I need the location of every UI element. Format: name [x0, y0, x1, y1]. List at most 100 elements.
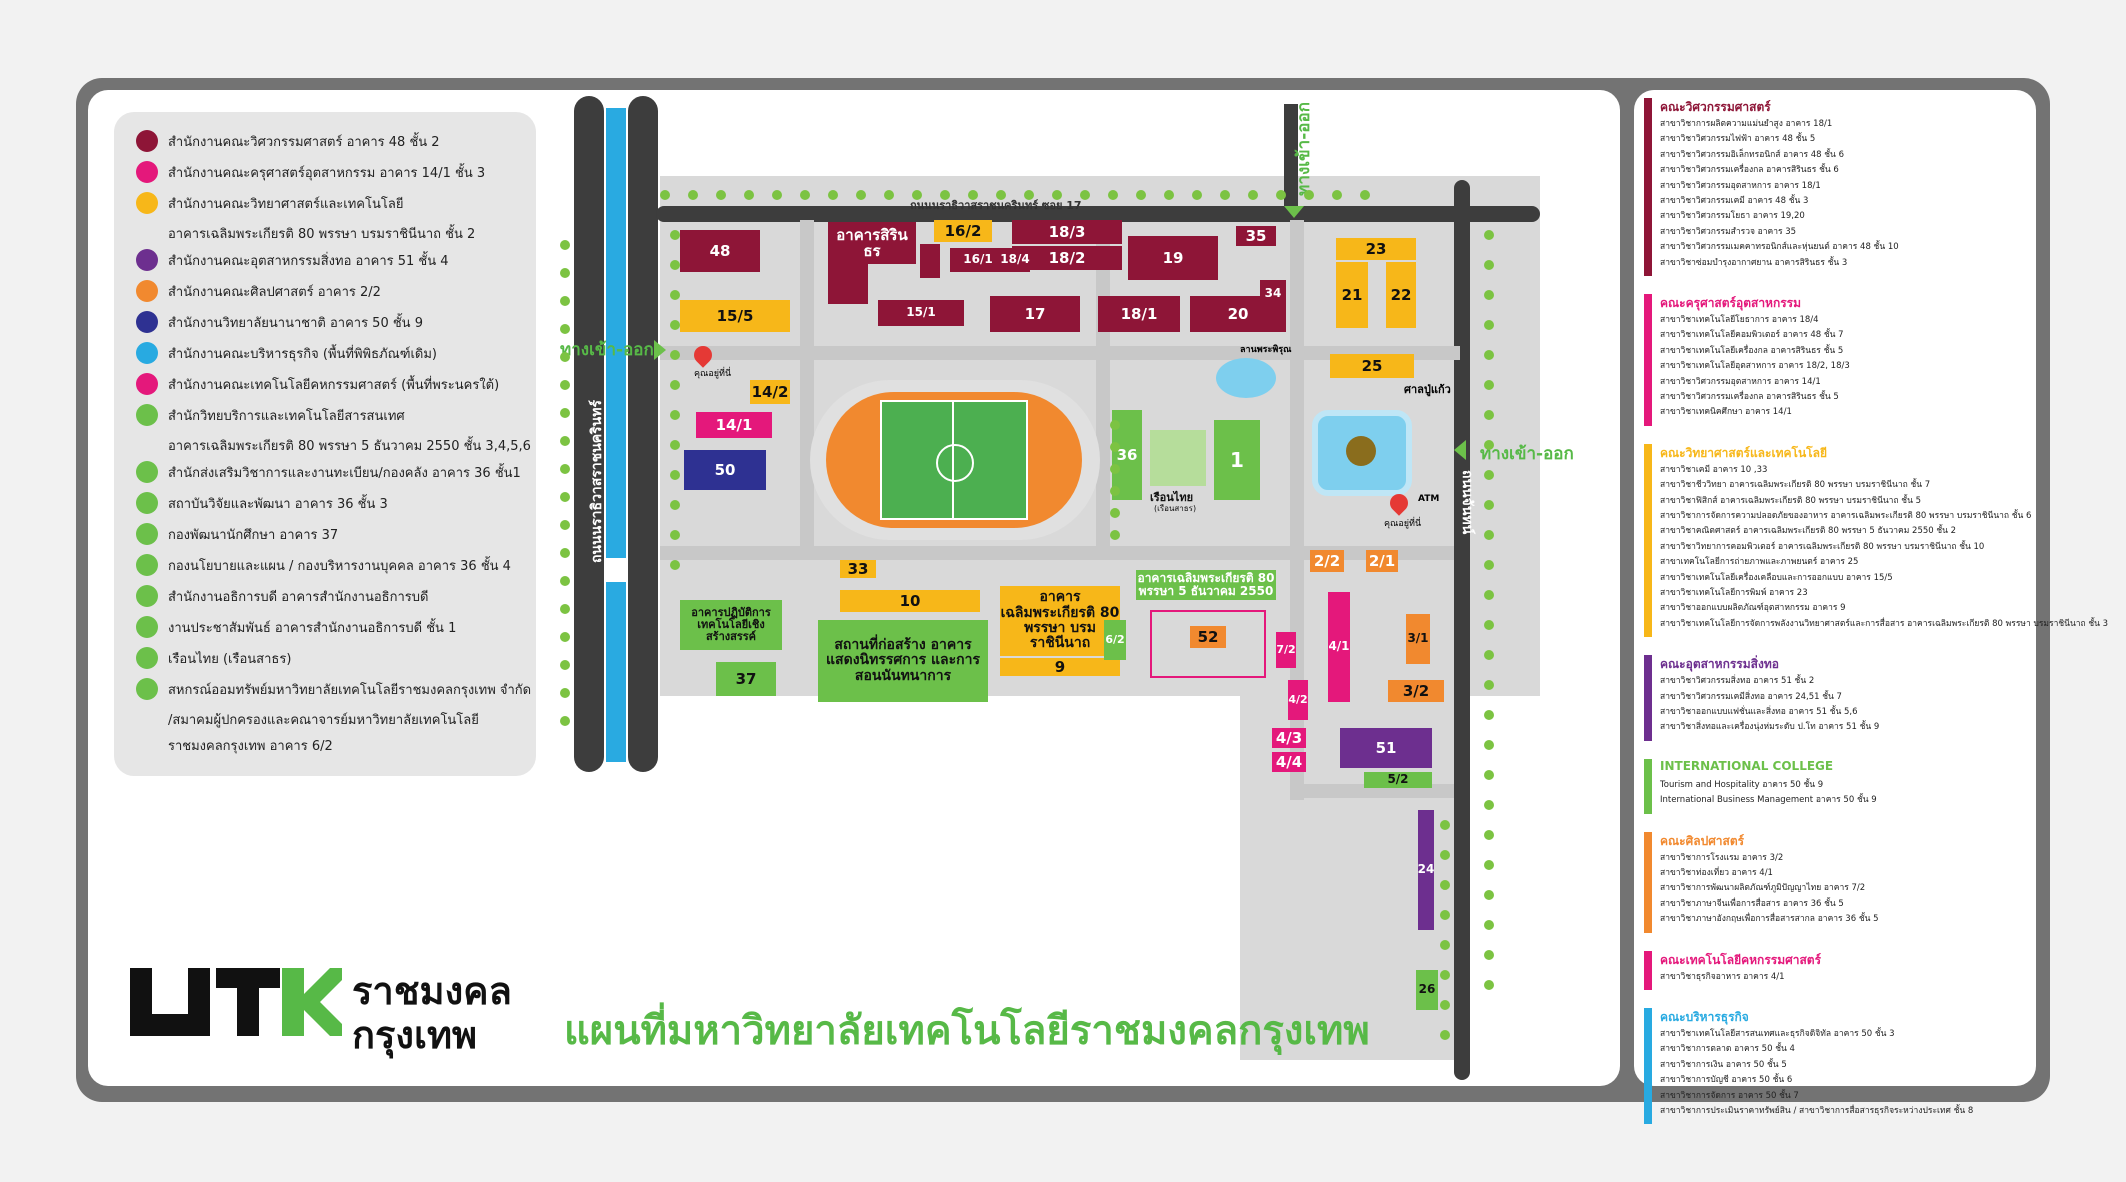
road-north-gate: [1284, 104, 1298, 208]
tree-icon: [1108, 190, 1118, 200]
tree-icon: [688, 190, 698, 200]
building-18-1[interactable]: 18/1: [1098, 296, 1180, 332]
building-22[interactable]: 22: [1386, 262, 1416, 328]
building-2-2[interactable]: 2/2: [1310, 550, 1344, 572]
building-16-1[interactable]: 16/1: [950, 248, 1006, 272]
legend-text: กองนโยบายและแผน / กองบริหารงานบุคคล อาคา…: [168, 558, 511, 574]
shrine-label: ศาลปู่แก้ว: [1404, 383, 1451, 396]
building-4-3[interactable]: 4/3: [1272, 728, 1306, 748]
building-1[interactable]: 1: [1214, 420, 1260, 500]
tree-icon: [670, 410, 680, 420]
faculty-program: สาขาวิชาคณิตศาสตร์ อาคารเฉลิมพระเกียรติ …: [1660, 526, 1957, 537]
building-37[interactable]: 37: [716, 662, 776, 696]
building-35[interactable]: 35: [1236, 226, 1276, 246]
building-4-2[interactable]: 4/2: [1288, 680, 1308, 720]
tree-icon: [1248, 190, 1258, 200]
tree-icon: [1440, 850, 1450, 860]
legend-text: สถาบันวิจัยและพัฒนา อาคาร 36 ชั้น 3: [168, 496, 388, 512]
legend-dot-icon: [136, 130, 158, 152]
building-6-2[interactable]: 6/2: [1104, 620, 1126, 660]
legend-subtext: /สมาคมผู้ปกครองและคณาจารย์มหาวิทยาลัยเทค…: [168, 713, 479, 728]
monument-icon: [1346, 436, 1376, 466]
faculty-section: คณะครุศาสตร์อุตสาหกรรมสาขาวิชาเทคโนโลยีโ…: [1644, 294, 2024, 426]
legend-item: งานประชาสัมพันธ์ อาคารสำนักงานอธิการบดี …: [136, 614, 456, 640]
legend-item: สำนักงานคณะอุตสาหกรรมสิ่งทอ อาคาร 51 ชั้…: [136, 247, 449, 273]
tree-icon: [670, 380, 680, 390]
building-51[interactable]: 51: [1340, 728, 1432, 768]
tree-icon: [1484, 830, 1494, 840]
building-21[interactable]: 21: [1336, 262, 1368, 328]
building-24[interactable]: 24: [1418, 810, 1434, 930]
building-19[interactable]: 19: [1128, 236, 1218, 280]
building-sirinthorn[interactable]: อาคารสิรินธร: [828, 222, 916, 264]
building-18-3[interactable]: 18/3: [1012, 220, 1122, 244]
building-7-2[interactable]: 7/2: [1276, 632, 1296, 668]
faculty-program: สาขาวิชาธุรกิจอาหาร อาคาร 4/1: [1660, 971, 1785, 982]
faculty-section: INTERNATIONAL COLLEGE Tourism and Hospita…: [1644, 758, 2024, 814]
building-3-1[interactable]: 3/1: [1406, 614, 1430, 664]
building-18-4[interactable]: 18/4: [1000, 248, 1030, 272]
legend-panel: สำนักงานคณะวิศวกรรมศาสตร์ อาคาร 48 ชั้น …: [114, 112, 536, 776]
building-14-2[interactable]: 14/2: [750, 380, 790, 404]
building-9[interactable]: 9: [1000, 658, 1120, 676]
building-4-4[interactable]: 4/4: [1272, 752, 1306, 772]
building-25[interactable]: 25: [1330, 354, 1414, 378]
legend-dot-icon: [136, 585, 158, 607]
building-80-queen[interactable]: อาคาร เฉลิมพระเกียรติ 80 พรรษา บรมราชินี…: [1000, 586, 1120, 656]
faculty-program: สาขาวิชาเทคนิคศึกษา อาคาร 14/1: [1660, 407, 1792, 418]
building-50[interactable]: 50: [684, 450, 766, 490]
tree-icon: [560, 240, 570, 250]
faculty-program: สาขาวิชาเคมี อาคาร 10 ,33: [1660, 464, 1768, 475]
faculty-program: สาขาวิชาวิศวกรรมเครื่องกล อาคารสิรินธร ช…: [1660, 392, 1839, 402]
building-52[interactable]: 52: [1190, 626, 1226, 648]
tree-icon: [1440, 820, 1450, 830]
tree-icon: [1440, 970, 1450, 980]
building-80-dec[interactable]: อาคารเฉลิมพระเกียรติ 80 พรรษา 5 ธันวาคม …: [1136, 570, 1276, 600]
legend-text: สำนักงานคณะศิลปศาสตร์ อาคาร 2/2: [168, 284, 381, 300]
tree-icon: [560, 352, 570, 362]
building-2-1[interactable]: 2/1: [1366, 550, 1398, 572]
building-15-5[interactable]: 15/5: [680, 300, 790, 332]
legend-item: สถาบันวิจัยและพัฒนา อาคาร 36 ชั้น 3: [136, 490, 388, 516]
building-18-2[interactable]: 18/2: [1012, 246, 1122, 270]
tree-icon: [1484, 350, 1494, 360]
tree-icon: [1484, 770, 1494, 780]
building-48[interactable]: 48: [680, 230, 760, 272]
building-4-1[interactable]: 4/1: [1328, 592, 1350, 702]
building-33[interactable]: 33: [840, 560, 876, 578]
tree-icon: [1110, 420, 1120, 430]
legend-text: สำนักวิทยบริการและเทคโนโลยีสารสนเทศ: [168, 408, 405, 424]
tree-icon: [1440, 910, 1450, 920]
building-10[interactable]: 10: [840, 590, 980, 612]
tree-icon: [1440, 1030, 1450, 1040]
building-36[interactable]: 36: [1112, 410, 1142, 500]
building-17[interactable]: 17: [990, 296, 1080, 332]
legend-text: สำนักงานคณะอุตสาหกรรมสิ่งทอ อาคาร 51 ชั้…: [168, 253, 449, 269]
legend-item: สำนักงานคณะบริหารธุรกิจ (พื้นที่พิพิธภัณ…: [136, 340, 437, 366]
tree-icon: [1052, 190, 1062, 200]
faculty-program: Tourism and Hospitality อาคาร 50 ชั้น 9: [1660, 779, 1824, 790]
building-34[interactable]: 34: [1260, 280, 1286, 308]
faculty-program: สาขาวิชาเทคโนโลยีเครื่องกล อาคารสิรินธร …: [1660, 345, 1844, 356]
building-14-1[interactable]: 14/1: [696, 412, 772, 438]
building-innovation[interactable]: อาคารปฏิบัติการ เทคโนโลยีเชิงสร้างสรรค์: [680, 600, 782, 650]
tree-icon: [1484, 290, 1494, 300]
building-26[interactable]: 26: [1416, 970, 1438, 1010]
faculty-program: สาขาวิชาชีววิทยา อาคารเฉลิมพระเกียรติ 80…: [1660, 480, 1931, 491]
faculty-program: สาขาวิชาวิศวกรรมโยธา อาคาร 19,20: [1660, 211, 1805, 222]
tree-icon: [670, 530, 680, 540]
building-5-2[interactable]: 5/2: [1364, 772, 1432, 788]
faculty-title: INTERNATIONAL COLLEGE: [1660, 758, 1834, 773]
faculty-program: สาขาวิชาวิศวกรรมสิ่งทอ อาคาร 51 ชั้น 2: [1660, 676, 1815, 687]
logo-text-krungthep: กรุงเทพ: [352, 1013, 478, 1057]
tree-icon: [670, 290, 680, 300]
building-3-2[interactable]: 3/2: [1388, 680, 1444, 702]
building-16-2[interactable]: 16/2: [934, 220, 992, 242]
faculty-program: สาขาวิชาวิศวกรรมเคมีสิ่งทอ อาคาร 24,51 ช…: [1660, 691, 1842, 702]
tree-icon: [1164, 190, 1174, 200]
building-15-1[interactable]: 15/1: [878, 300, 964, 326]
legend-item: สำนักงานคณะครุศาสตร์อุตสาหกรรม อาคาร 14/…: [136, 159, 485, 185]
field-center-circle: [936, 444, 974, 482]
faculty-program: สาขาเทคโนโลยีการถ่ายภาพและภาพยนตร์ อาคาร…: [1660, 557, 1859, 568]
building-23[interactable]: 23: [1336, 238, 1416, 260]
